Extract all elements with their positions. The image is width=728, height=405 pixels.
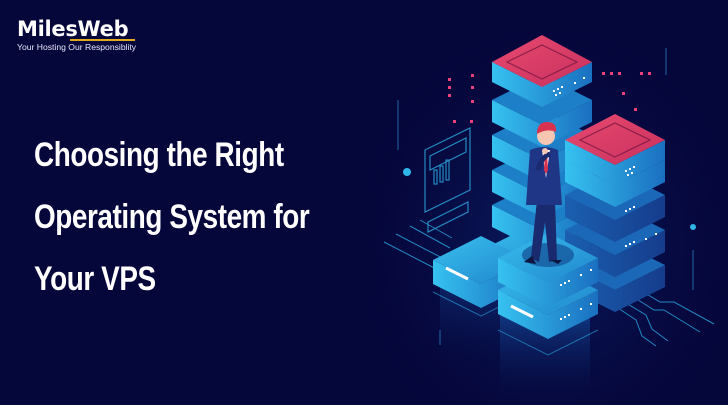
logo-underline (70, 39, 135, 41)
node-dot-icon (403, 168, 411, 176)
logo: MilesWeb Your Hosting Our Responsiblity (17, 18, 136, 52)
dashboard-panel-icon (424, 127, 471, 233)
headline-line-1: Choosing the Right (34, 136, 284, 174)
headline: Choosing the Right Operating System for … (34, 124, 310, 310)
logo-name: MilesWeb (17, 17, 129, 41)
headline-line-2: Operating System for (34, 198, 310, 236)
server-illustration (370, 0, 728, 405)
circuit-lines-icon (383, 219, 715, 347)
logo-tagline: Your Hosting Our Responsiblity (17, 42, 137, 52)
businessman-icon (524, 122, 562, 264)
server-unit-icon (498, 233, 598, 307)
headline-line-3: Your VPS (34, 260, 156, 298)
